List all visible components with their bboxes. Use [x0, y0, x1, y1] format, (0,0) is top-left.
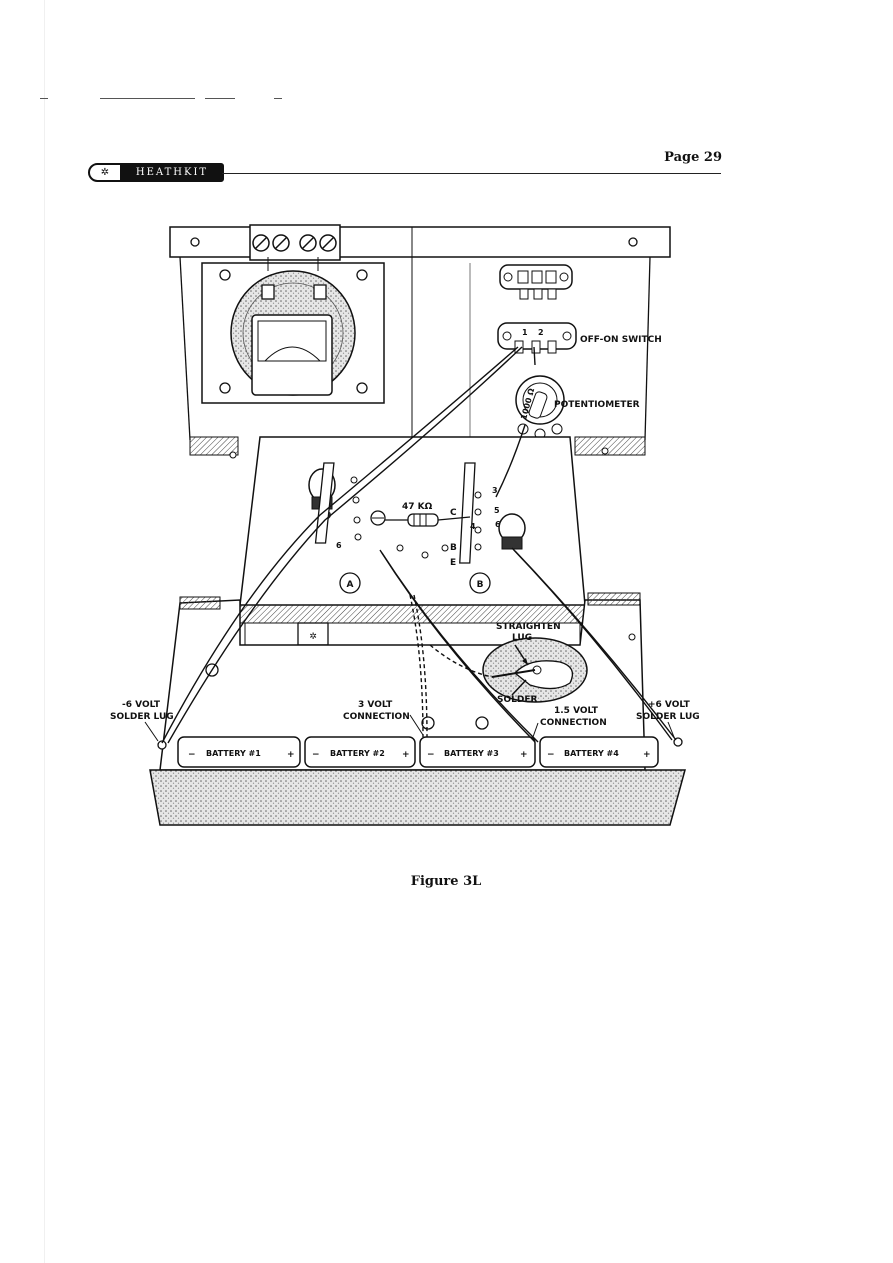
wiring-diagram: 1 2 OFF-ON SWITCH 1000 Ω POTENTIOMETER ✲ [110, 215, 700, 830]
resistor-47k: 47 KΩ [385, 502, 471, 527]
heathkit-emblem-icon: ✲ [90, 165, 122, 180]
svg-text:A: A [347, 580, 354, 590]
callout-3v: 3 VOLT CONNECTION [343, 700, 424, 736]
svg-text:+: + [520, 750, 528, 760]
svg-text:−: − [188, 750, 196, 760]
brand-name: HEATHKIT [122, 165, 222, 180]
marker-b: B [469, 572, 491, 594]
lug-b-label: B [450, 543, 457, 553]
svg-text:+: + [402, 750, 410, 760]
svg-text:CONNECTION: CONNECTION [343, 712, 410, 722]
callout-neg6: -6 VOLT SOLDER LUG [110, 700, 174, 742]
svg-text:BATTERY #4: BATTERY #4 [564, 749, 619, 758]
off-on-switch: 1 2 OFF-ON SWITCH [497, 322, 662, 354]
svg-text:+: + [643, 750, 651, 760]
rear-panel [169, 224, 671, 261]
lug-number-5: 5 [494, 506, 500, 515]
svg-text:1.5 VOLT: 1.5 VOLT [554, 706, 599, 716]
svg-text:BATTERY #3: BATTERY #3 [444, 749, 499, 758]
lug-c-label: C [450, 508, 457, 518]
svg-text:-6 VOLT: -6 VOLT [122, 700, 161, 710]
callout-pos6: +6 VOLT SOLDER LUG [636, 700, 700, 738]
battery-3: − BATTERY #3 + [419, 736, 536, 768]
lug-number-6-right: 6 [495, 520, 501, 529]
potentiometer-label: POTENTIOMETER [554, 400, 640, 410]
heathkit-emblem-icon: ✲ [309, 632, 317, 642]
circuit-board: ✲ [239, 436, 586, 646]
straighten-label-line1: STRAIGHTEN [496, 622, 561, 632]
svg-text:3 VOLT: 3 VOLT [358, 700, 393, 710]
svg-text:+6 VOLT: +6 VOLT [648, 700, 691, 710]
header-rule [222, 173, 721, 174]
battery-4: − BATTERY #4 + [539, 736, 659, 768]
svg-text:−: − [312, 750, 320, 760]
off-on-switch-label: OFF-ON SWITCH [580, 335, 662, 345]
svg-text:−: − [427, 750, 435, 760]
page-number: Page 29 [664, 150, 722, 165]
battery-2: − BATTERY #2 + [304, 736, 416, 768]
lug-e-label: E [450, 558, 456, 568]
svg-text:B: B [477, 580, 484, 590]
battery-1: − BATTERY #1 + [177, 736, 301, 768]
scan-edge [44, 0, 45, 1263]
switch-lug-2: 2 [538, 328, 544, 337]
scan-mark [40, 98, 48, 99]
wires [161, 346, 677, 744]
svg-text:BATTERY #2: BATTERY #2 [330, 749, 385, 758]
transistor-strip-b: 3 5 4 6 C B E [450, 462, 501, 568]
callout-1-5v: 1.5 VOLT CONNECTION [532, 706, 607, 738]
resistor-value-label: 47 KΩ [402, 502, 433, 512]
straighten-label-line2: LUG [512, 633, 532, 643]
heathkit-logo: ✲ HEATHKIT [88, 163, 224, 182]
potentiometer: 1000 Ω POTENTIOMETER [515, 375, 640, 440]
lug-number-6-left: 6 [336, 541, 342, 550]
solder-label: SOLDER [497, 695, 537, 705]
switch-lug-1: 1 [522, 328, 528, 337]
scan-mark [205, 98, 235, 99]
lamp-right [498, 513, 526, 550]
svg-text:BATTERY #1: BATTERY #1 [206, 749, 261, 758]
terminal-strip-top [499, 264, 573, 300]
svg-text:+: + [287, 750, 295, 760]
detail-inset: STRAIGHTEN LUG SOLDER [482, 622, 588, 705]
scan-mark [274, 98, 282, 99]
figure-caption: Figure 3L [410, 874, 482, 889]
svg-text:−: − [547, 750, 555, 760]
svg-text:SOLDER LUG: SOLDER LUG [636, 712, 700, 722]
scan-mark [100, 98, 195, 99]
svg-text:CONNECTION: CONNECTION [540, 718, 607, 728]
transistor-strip-a: 6 [314, 462, 386, 550]
meter-panel [201, 257, 385, 404]
lug-number-3: 3 [492, 486, 498, 495]
svg-text:SOLDER LUG: SOLDER LUG [110, 712, 174, 722]
terminal-screws [252, 234, 337, 252]
lug-number-4: 4 [470, 522, 476, 531]
marker-a: A [339, 572, 361, 594]
